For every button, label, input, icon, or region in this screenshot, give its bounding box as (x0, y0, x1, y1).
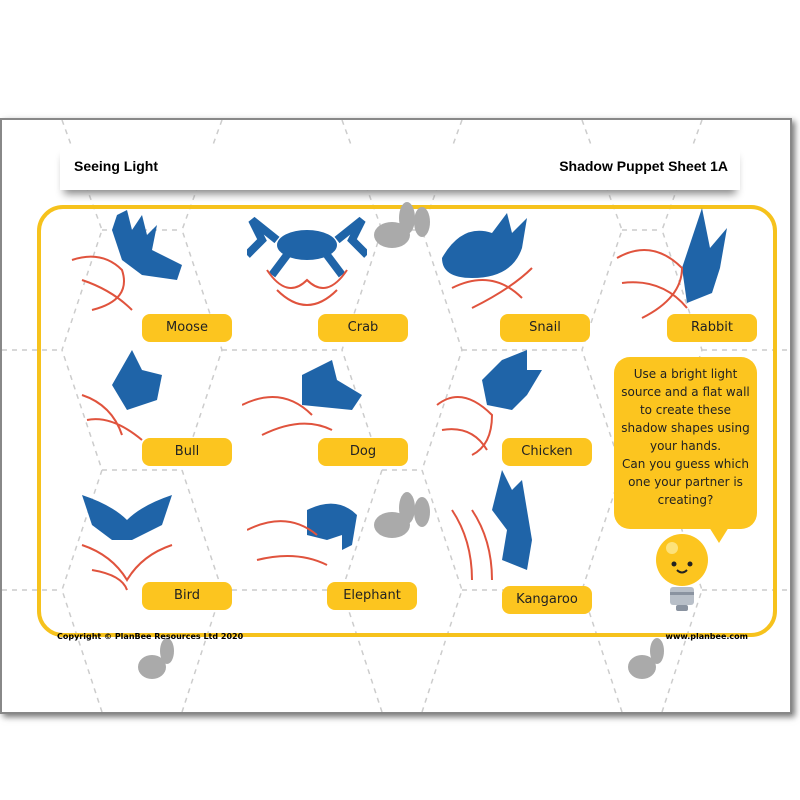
bird-shadow-illustration (81, 495, 173, 591)
moose-shadow-illustration (71, 210, 182, 311)
chicken-shadow-illustration (436, 350, 542, 456)
crab-shadow-illustration (247, 216, 367, 306)
rabbit-shadow-illustration (616, 208, 727, 319)
label-crab: Crab (318, 314, 408, 342)
bull-shadow-illustration (81, 350, 162, 441)
question-text: Can you guess which one your partner is … (622, 457, 749, 507)
label-elephant: Elephant (327, 582, 417, 610)
snail-shadow-illustration (442, 213, 533, 309)
bee-icon (374, 202, 430, 248)
label-bull: Bull (142, 438, 232, 466)
label-bird: Bird (142, 582, 232, 610)
instruction-text: Use a bright light source and a flat wal… (621, 367, 750, 453)
label-moose: Moose (142, 314, 232, 342)
website-link[interactable]: www.planbee.com (665, 632, 748, 641)
bee-icon (374, 492, 430, 538)
lightbulb-icon (656, 534, 708, 611)
sheet-title: Shadow Puppet Sheet 1A (559, 158, 728, 174)
topic-title: Seeing Light (74, 158, 158, 174)
instruction-speech-bubble: Use a bright light source and a flat wal… (614, 357, 757, 543)
dog-shadow-illustration (242, 360, 362, 436)
kangaroo-shadow-illustration (451, 470, 532, 581)
bee-icon (138, 638, 174, 679)
bee-icon (628, 638, 664, 679)
elephant-shadow-illustration (247, 503, 357, 566)
label-snail: Snail (500, 314, 590, 342)
worksheet: Seeing Light Shadow Puppet Sheet 1A Moos… (0, 118, 792, 714)
copyright-text: Copyright © PlanBee Resources Ltd 2020 (57, 632, 244, 641)
label-kangaroo: Kangaroo (502, 586, 592, 614)
label-dog: Dog (318, 438, 408, 466)
header-bar: Seeing Light Shadow Puppet Sheet 1A (60, 145, 740, 190)
label-chicken: Chicken (502, 438, 592, 466)
label-rabbit: Rabbit (667, 314, 757, 342)
